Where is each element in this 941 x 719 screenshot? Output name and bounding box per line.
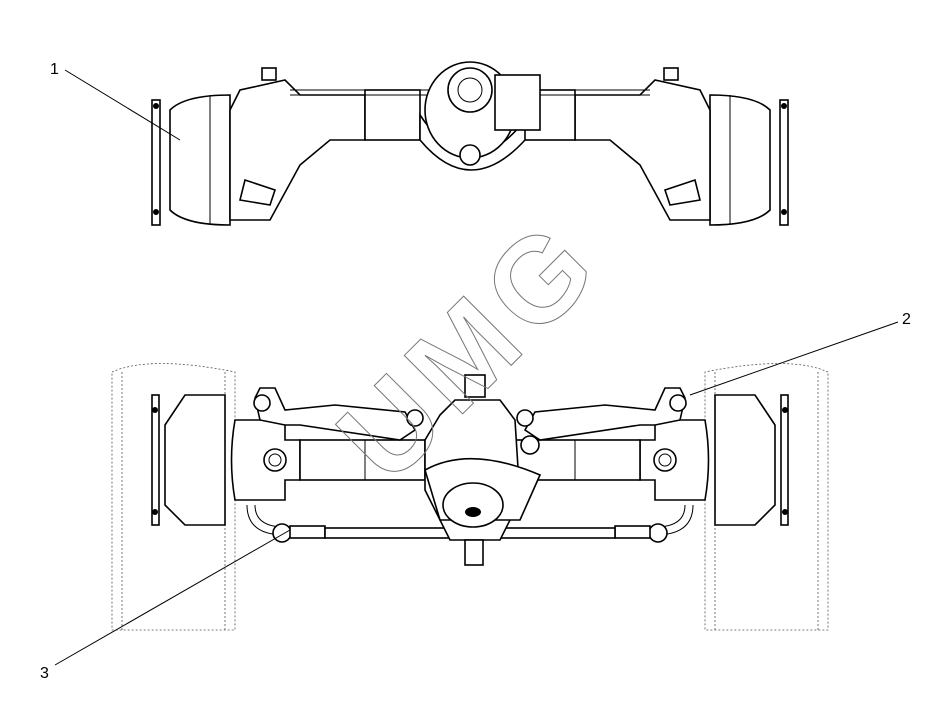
wheel-hub <box>169 94 231 226</box>
callout-number: 2 <box>902 311 911 328</box>
bottom-axle-right-half <box>514 363 829 631</box>
top-axle-assembly <box>151 61 789 226</box>
top-axle-left-half <box>151 67 445 226</box>
leader-line <box>54 529 291 666</box>
bottom-axle-left-half <box>111 363 426 631</box>
tire-outline <box>111 363 236 631</box>
callout-3: 3 <box>40 529 291 682</box>
brake-disc <box>151 394 160 526</box>
tie-rod-end <box>272 523 292 543</box>
brake-disc <box>151 99 161 226</box>
callout-number: 1 <box>50 61 59 78</box>
wheel-hub <box>164 394 226 526</box>
bottom-axle-assembly <box>111 363 829 631</box>
callout-1: 1 <box>50 61 181 141</box>
leader-line <box>689 321 899 396</box>
leader-line <box>64 69 181 141</box>
callout-2: 2 <box>689 311 911 396</box>
callout-number: 3 <box>40 665 49 682</box>
